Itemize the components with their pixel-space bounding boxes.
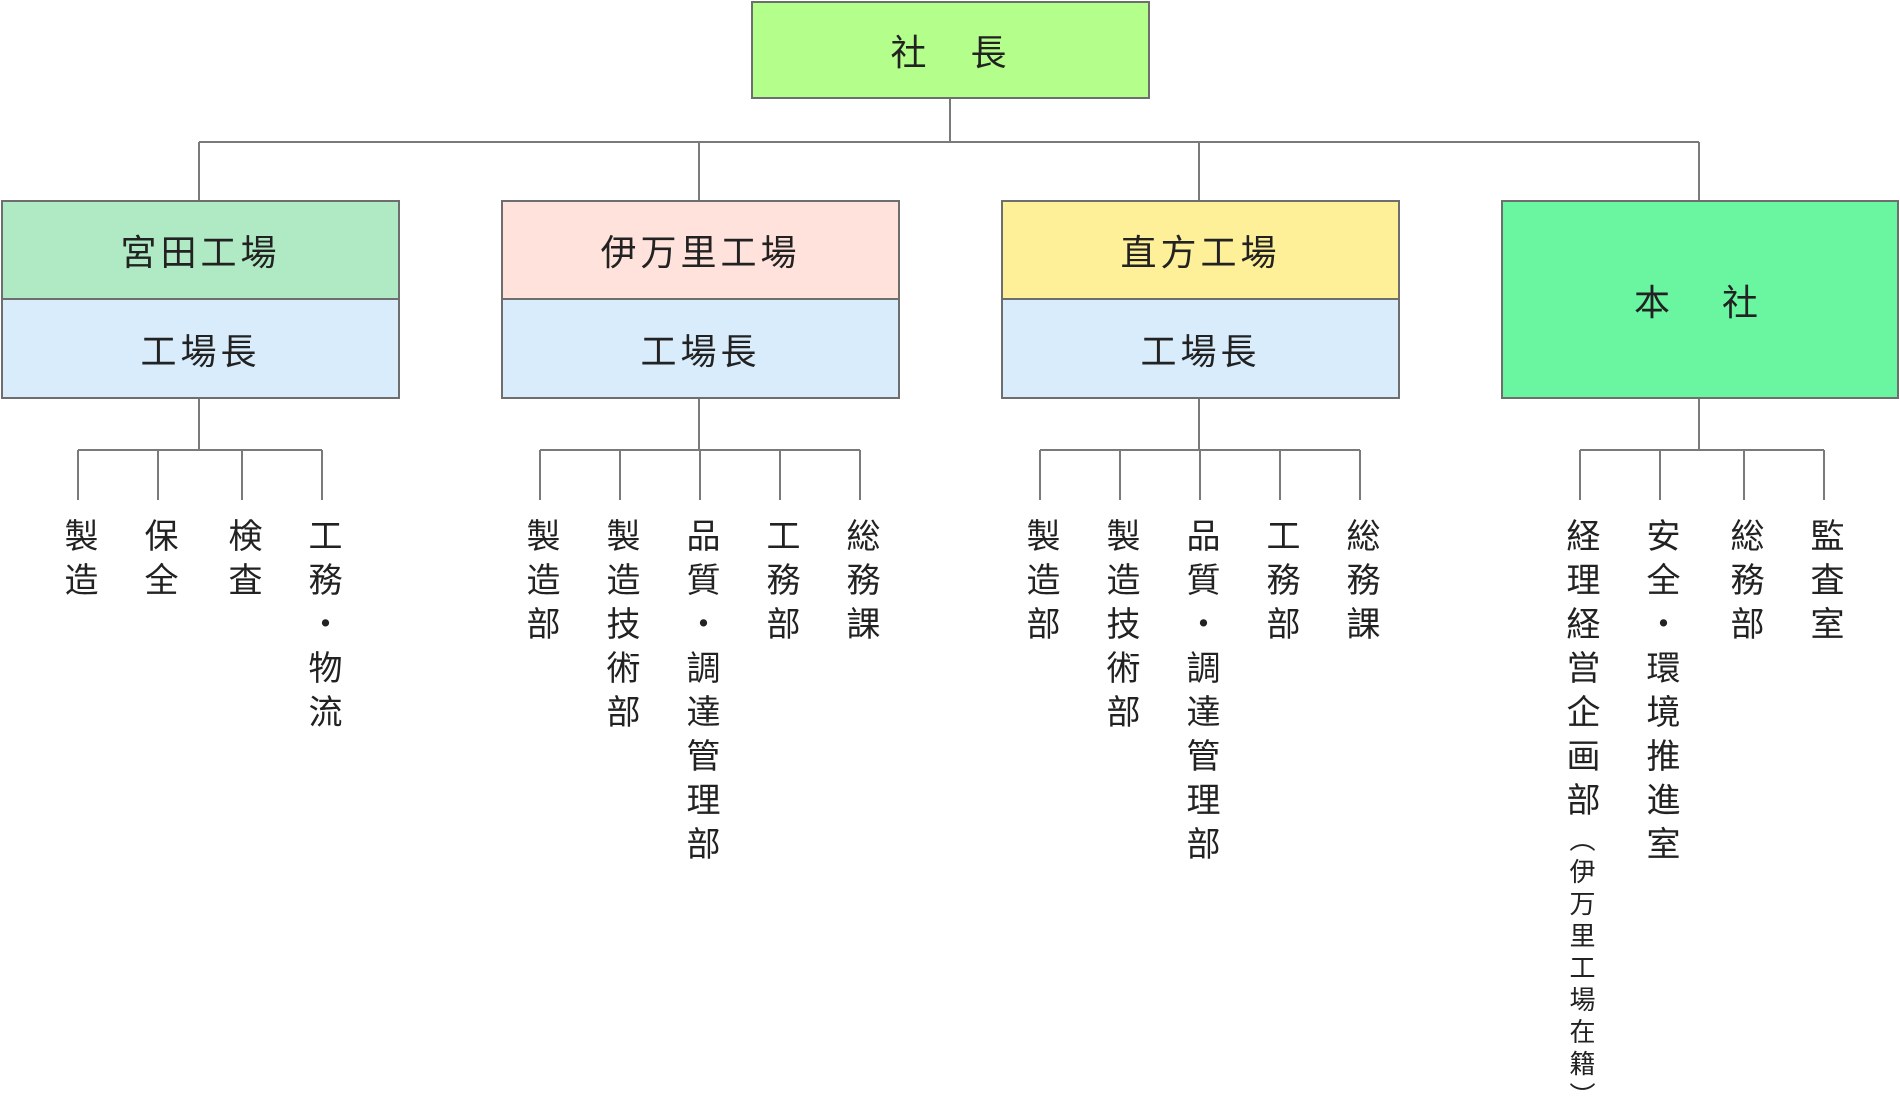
honsha-unit-1-note: （伊万里工場在籍） <box>1565 826 1595 1114</box>
miyata-factory-head: 工場長 <box>1 298 400 399</box>
imari-factory-name: 伊万里工場 <box>501 200 900 300</box>
miyata-factory-label: 宮田工場 <box>120 233 281 274</box>
head-office-box: 本 社 <box>1501 200 1899 399</box>
nogata-unit-3: 品質・調達管理部 <box>1180 518 1220 870</box>
miyata-unit-4: 工務・物流 <box>302 518 342 738</box>
nogata-unit-5: 総務課 <box>1340 518 1380 650</box>
nogata-unit-1: 製造部 <box>1020 518 1060 650</box>
nogata-factory-name: 直方工場 <box>1001 200 1400 300</box>
imari-unit-1: 製造部 <box>520 518 560 650</box>
imari-unit-4: 工務部 <box>760 518 800 650</box>
miyata-unit-1: 製造 <box>58 518 98 606</box>
imari-unit-3: 品質・調達管理部 <box>680 518 720 870</box>
miyata-head-label: 工場長 <box>140 331 261 373</box>
imari-factory-head: 工場長 <box>501 298 900 399</box>
president-box: 社 長 <box>751 1 1150 99</box>
imari-unit-5: 総務課 <box>840 518 880 650</box>
honsha-unit-3: 総務部 <box>1724 518 1764 650</box>
honsha-unit-4: 監査室 <box>1804 518 1844 650</box>
nogata-unit-2: 製造技術部 <box>1100 518 1140 738</box>
nogata-factory-head: 工場長 <box>1001 298 1400 399</box>
honsha-unit-2: 安全・環境推進室 <box>1640 518 1680 870</box>
honsha-unit-1-wrap: 経理経営企画部（伊万里工場在籍） <box>1560 518 1600 1114</box>
imari-factory-label: 伊万里工場 <box>600 233 801 274</box>
imari-head-label: 工場長 <box>640 331 761 373</box>
miyata-factory-name: 宮田工場 <box>1 200 400 300</box>
miyata-unit-3: 検査 <box>222 518 262 606</box>
nogata-head-label: 工場長 <box>1140 331 1261 373</box>
miyata-unit-2: 保全 <box>138 518 178 606</box>
nogata-factory-label: 直方工場 <box>1120 233 1281 274</box>
nogata-unit-4: 工務部 <box>1260 518 1300 650</box>
president-label: 社 長 <box>890 33 1011 74</box>
honsha-unit-1: 経理経営企画部 <box>1560 518 1600 826</box>
head-office-label: 本 社 <box>1633 282 1766 324</box>
imari-unit-2: 製造技術部 <box>600 518 640 738</box>
